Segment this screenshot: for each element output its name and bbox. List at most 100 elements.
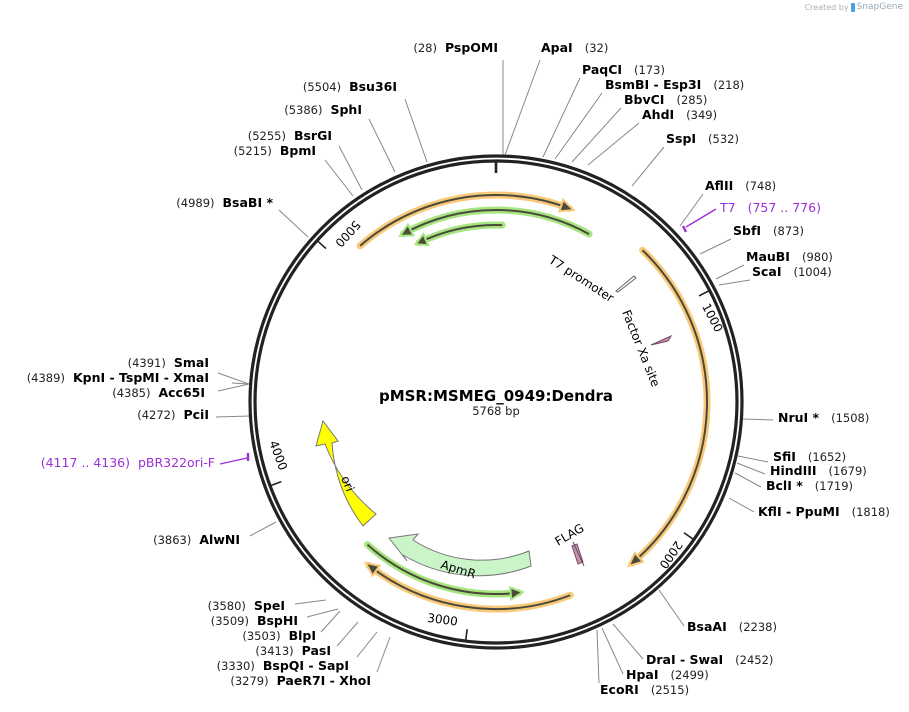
site-leader-line: [658, 589, 685, 627]
arc-arrowhead: [363, 561, 382, 578]
factor-xa-site-marker[interactable]: [650, 334, 673, 346]
restriction-site-label[interactable]: (28)PspOMI: [413, 40, 498, 55]
site-leader-line: [368, 118, 396, 173]
primer-label[interactable]: T7(757 .. 776): [719, 200, 821, 215]
restriction-site-label[interactable]: HindIII(1679): [770, 463, 867, 478]
restriction-site-label[interactable]: SspI(532): [666, 131, 739, 146]
site-leader-line: [215, 415, 251, 418]
tick-mark: [317, 240, 327, 250]
feature-label-flag: FLAG: [553, 521, 587, 549]
site-leader-line: [338, 145, 363, 191]
site-leader-line: [504, 59, 541, 156]
primer-leader-line: [685, 208, 717, 228]
ring-outer-strand: [248, 154, 744, 650]
restriction-site-label[interactable]: ApaI(32): [541, 40, 608, 55]
site-labels: (28)PspOMI ApaI(32) PaqCI(173)BsmBI - Esp3…: [27, 40, 890, 697]
arc-arrowhead: [509, 585, 525, 602]
site-leader-line: [718, 279, 751, 286]
site-leader-lines: [215, 59, 774, 684]
site-leader-line: [596, 629, 600, 684]
site-leader-line: [294, 599, 327, 605]
tick-mark: [683, 532, 694, 540]
tick-mark: [270, 480, 282, 487]
orange-right-arc[interactable]: [626, 246, 711, 568]
feature-label-t7-promoter: T7 promoter: [546, 252, 617, 305]
site-leader-line: [278, 209, 309, 238]
primer-label[interactable]: (4117 .. 4136)pBR322ori-F: [41, 455, 215, 470]
credit-brand: SnapGene: [856, 2, 903, 12]
primer-leader-line: [219, 457, 248, 465]
restriction-site-label[interactable]: (5255)BsrGI: [248, 128, 332, 143]
t7-promoter-arrow[interactable]: [615, 275, 637, 293]
restriction-site-label[interactable]: (3279)PaeR7I - XhoI: [230, 673, 371, 688]
arc-arrowhead: [558, 198, 576, 213]
site-leader-line: [217, 372, 250, 385]
restriction-site-label[interactable]: (3580)SpeI: [208, 598, 285, 613]
restriction-site-label[interactable]: KflI - PpuMI(1818): [758, 504, 890, 519]
site-leader-line: [404, 98, 428, 163]
restriction-site-label[interactable]: MauBI(980): [746, 249, 833, 264]
backbone-ring: [248, 154, 744, 650]
restriction-site-label[interactable]: DraI - SwaI(2452): [646, 652, 773, 667]
restriction-site-label[interactable]: (4391)SmaI: [128, 355, 209, 370]
restriction-site-label[interactable]: (3863)AlwNI: [153, 532, 240, 547]
restriction-site-label[interactable]: (4385)Acc65I: [112, 385, 205, 400]
site-leader-line: [571, 107, 622, 163]
credit-prefix: Created by: [804, 2, 849, 12]
restriction-site-label[interactable]: BsaAI(2238): [687, 619, 777, 634]
restriction-site-label[interactable]: (4989)BsaBI *: [176, 195, 273, 210]
restriction-site-label[interactable]: BsmBI - Esp3I(218): [605, 77, 744, 92]
green-top-2-arc[interactable]: [413, 221, 506, 247]
restriction-site-label[interactable]: BclI *(1719): [766, 478, 853, 493]
restriction-site-label[interactable]: (4389)KpnI - TspMI - XmaI: [27, 370, 209, 385]
restriction-site-label[interactable]: SbfI(873): [733, 223, 804, 238]
snapgene-credit: Created by SnapGene: [805, 2, 903, 12]
restriction-site-label[interactable]: (5386)SphI: [284, 102, 362, 117]
restriction-site-label[interactable]: (3413)PasI: [255, 643, 331, 658]
restriction-site-label[interactable]: AflII(748): [705, 178, 776, 193]
restriction-site-label[interactable]: EcoRI(2515): [600, 682, 689, 697]
arc-arrowhead: [626, 551, 645, 568]
restriction-site-label[interactable]: (5215)BpmI: [234, 143, 316, 158]
site-leader-line: [320, 610, 341, 633]
restriction-site-label[interactable]: (4272)PciI: [137, 407, 209, 422]
site-leader-line: [356, 631, 378, 658]
restriction-site-label[interactable]: SfiI(1652): [773, 449, 846, 464]
restriction-site-label[interactable]: AhdI(349): [642, 107, 717, 122]
green-top-1-arc[interactable]: [398, 206, 593, 238]
site-leader-line: [601, 627, 624, 675]
site-leader-line: [376, 636, 391, 673]
restriction-site-label[interactable]: PaqCI(173): [582, 62, 665, 77]
site-leader-line: [741, 418, 774, 421]
arc-arrowhead: [413, 232, 430, 247]
primer-marker[interactable]: [681, 225, 688, 233]
restriction-site-label[interactable]: NruI *(1508): [778, 410, 869, 425]
site-leader-line: [737, 455, 769, 463]
restriction-site-label[interactable]: (3509)BspHI: [211, 613, 298, 628]
site-leader-line: [736, 462, 766, 475]
feature-label-ori: ori: [338, 474, 357, 494]
restriction-site-label[interactable]: (3503)BlpI: [242, 628, 316, 643]
restriction-site-label[interactable]: (5504)Bsu36I: [303, 79, 397, 94]
restriction-site-label[interactable]: HpaI(2499): [626, 667, 709, 682]
feature-label-factor-xa-site: Factor Xa site: [619, 308, 663, 389]
site-leader-line: [554, 92, 603, 160]
apmr-feature-arrow[interactable]: [388, 533, 532, 577]
tick-mark: [698, 290, 710, 297]
tick-label: 4000: [266, 439, 290, 473]
site-leader-line: [612, 623, 644, 660]
site-leader-line: [336, 621, 359, 647]
restriction-site-label[interactable]: (3330)BspQI - SapI: [217, 658, 349, 673]
site-leader-line: [728, 497, 755, 513]
orange-bottom-arc[interactable]: [363, 561, 574, 613]
green-bottom-arc[interactable]: [364, 541, 525, 602]
orange-top-arc[interactable]: [356, 191, 576, 250]
tick-label: 3000: [427, 611, 459, 629]
ori-feature-arrow[interactable]: [315, 419, 377, 527]
restriction-site-label[interactable]: BbvCI(285): [624, 92, 707, 107]
restriction-site-label[interactable]: ScaI(1004): [752, 264, 832, 279]
site-leader-line: [715, 264, 745, 280]
primer-labels: T7(757 .. 776) (4117 .. 4136)pBR322ori-F: [41, 200, 821, 470]
site-leader-line: [306, 608, 339, 618]
